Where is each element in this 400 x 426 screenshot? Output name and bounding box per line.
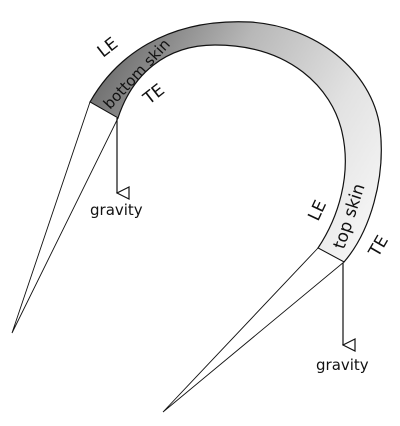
left-tail <box>11 101 119 334</box>
le-label-right: LE <box>304 197 331 224</box>
gravity-label-right: gravity <box>316 356 369 374</box>
te-label-right: TE <box>365 232 393 261</box>
right-tail <box>162 247 345 413</box>
gravity-label-left: gravity <box>90 201 143 219</box>
le-label-left: LE <box>94 34 122 62</box>
te-label-left: TE <box>139 80 169 109</box>
